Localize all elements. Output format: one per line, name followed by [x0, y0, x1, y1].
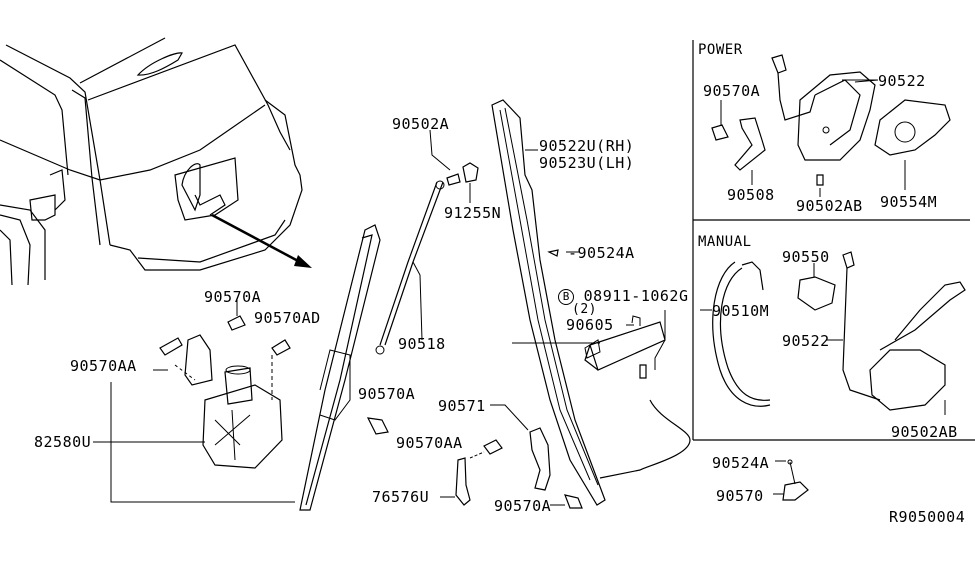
power-bolt-90570A [711, 100, 729, 141]
bracket-90571 [490, 404, 551, 491]
bolt-spec-08911: B 08911-1062G [558, 286, 688, 305]
power-actuator-90554M [874, 99, 951, 190]
part-label-90554M: 90554M [880, 193, 938, 211]
part-label-90522-manual: 90522 [782, 332, 830, 350]
manual-latch-90522 [842, 251, 966, 415]
part-label-90524A-top: -90524A [568, 244, 635, 262]
bolt-90502A [429, 129, 461, 186]
section-title-manual: MANUAL [698, 234, 752, 250]
bolt-90570A-left [227, 300, 246, 331]
power-bracket-90508 [734, 117, 766, 185]
regulator-rail [299, 224, 381, 511]
part-label-90571: 90571 [438, 397, 486, 415]
part-label-90524A-bottom: 90524A [712, 454, 770, 472]
bolt-90570AA-mid [469, 439, 503, 459]
leader-lines [93, 79, 877, 506]
power-bolt-90502AB [816, 174, 824, 197]
part-label-90570AD: 90570AD [254, 309, 321, 327]
diagram-code: R9050004 [889, 508, 966, 526]
door-sash-90522U [491, 99, 606, 506]
part-label-90502AB-power: 90502AB [796, 197, 863, 215]
part-label-90570A-left: 90570A [204, 288, 262, 306]
vehicle-rear-illustration [0, 37, 312, 286]
handle-90605 [584, 310, 691, 479]
manual-cable-90510M [712, 261, 771, 407]
part-label-91255N: 91255N [444, 204, 502, 222]
power-latch-assembly [771, 54, 879, 161]
part-label-90502A: 90502A [392, 115, 450, 133]
part-label-90522-power: 90522 [878, 72, 926, 90]
part-label-90570A-bottom: 90570A [494, 497, 552, 515]
part-label-90570AA-mid: 90570AA [396, 434, 463, 452]
part-label-90508: 90508 [727, 186, 775, 204]
part-label-90502AB-manual: 90502AB [891, 423, 958, 441]
bolt-90570AD [271, 339, 291, 400]
part-label-90510M: 90510M [712, 302, 770, 320]
part-label-90570: 90570 [716, 487, 764, 505]
manual-actuator-90550 [797, 263, 836, 311]
part-label-90605: 90605 [566, 316, 614, 334]
bolt-90570A-bottom [564, 494, 583, 509]
bolt-90570A-mid [366, 417, 389, 435]
section-title-power: POWER [698, 42, 743, 58]
bracket-76576U [455, 457, 471, 506]
bolt-90570AA-left [159, 337, 196, 381]
part-quantity-08911: (2) [572, 302, 597, 317]
part-label-76576U: 76576U [372, 488, 430, 506]
motor-assembly-82580U [110, 334, 295, 503]
part-label-08911-1062G: 08911-1062G [583, 287, 689, 305]
part-label-90570AA-left: 90570AA [70, 357, 137, 375]
part-label-90523U-LH: 90523U(LH) [539, 154, 635, 172]
part-label-90550: 90550 [782, 248, 830, 266]
part-label-82580U: 82580U [34, 433, 92, 451]
clip-91255N [462, 162, 479, 203]
bracket-90570 [782, 459, 809, 501]
part-label-90518: 90518 [398, 335, 446, 353]
part-label-90570A-mid: 90570A [358, 385, 416, 403]
part-label-90570A-power: 90570A [703, 82, 761, 100]
part-label-90522U-RH: 90522U(RH) [539, 137, 635, 155]
rod-90518 [375, 180, 445, 355]
screw-90524A-top [547, 249, 559, 257]
